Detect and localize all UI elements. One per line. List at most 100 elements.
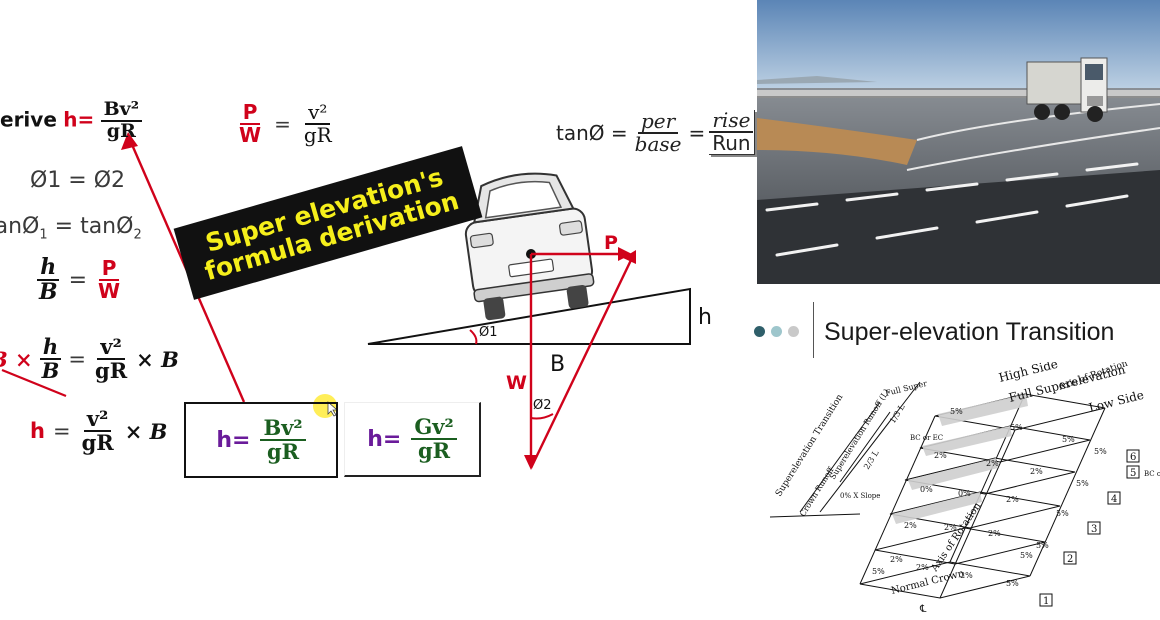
slope-13: 2% — [944, 523, 957, 532]
box1-den: gR — [266, 439, 300, 464]
derive-word: erive — [0, 107, 57, 132]
equation-b-times: B × h B = v² gR × B — [0, 335, 179, 384]
slope-16: 2% — [890, 555, 903, 564]
final-den: gR — [81, 430, 114, 456]
final-num: v² — [83, 407, 112, 433]
top-v2: v² — [305, 102, 331, 125]
equation-phi-equal: Ø1 = Ø2 — [30, 168, 126, 193]
top-gr: gR — [303, 123, 332, 147]
road-photo — [757, 0, 1160, 284]
slope-9: 0% — [958, 489, 971, 498]
station-6: 6 — [1130, 452, 1136, 463]
slope-0: 5% — [950, 407, 963, 416]
dot-1 — [754, 326, 765, 337]
section-divider — [813, 302, 814, 358]
tan-rise: rise — [709, 110, 754, 133]
line5-rden: gR — [95, 358, 128, 384]
slope-7: 5% — [1076, 479, 1089, 488]
hb-num: h — [37, 255, 60, 282]
pw-den: W — [98, 279, 121, 304]
resultant-head — [623, 250, 636, 264]
force-p-head — [618, 247, 632, 261]
hb-eq: = — [68, 267, 88, 293]
arrow-head-top — [121, 132, 138, 150]
final-h: h — [30, 419, 45, 444]
label-full-super: Full Super — [884, 379, 928, 398]
resultant-arrow — [529, 257, 634, 469]
box1-h: h= — [216, 427, 251, 453]
pw-num: P — [98, 258, 120, 282]
box2-num: Gv² — [411, 415, 457, 440]
vehicle-force-diagram — [121, 132, 691, 470]
slope-12: 2% — [904, 521, 917, 530]
cursor-highlight — [313, 394, 337, 418]
tan-eq: = tanØ — [47, 214, 134, 239]
box2-den: gR — [417, 438, 451, 463]
tan-run: Run — [712, 131, 751, 155]
label-cl: ℄ — [919, 604, 927, 615]
car-illustration — [464, 172, 595, 321]
label-p: P — [604, 232, 618, 254]
label-w: W — [506, 372, 527, 394]
dot-3 — [788, 326, 799, 337]
label-normal-crown: Normal Crown — [890, 568, 966, 597]
cancel-strike — [1, 368, 67, 398]
station-2: 2 — [1067, 554, 1073, 565]
slope-5: 2% — [986, 459, 999, 468]
slope-8: 0% — [920, 485, 933, 494]
tan-lhs: tanØ = — [556, 120, 628, 145]
station-5: 5 — [1130, 468, 1136, 479]
tan-base: base — [634, 131, 682, 156]
slope-4: 2% — [934, 451, 947, 460]
derive-h: h= — [63, 107, 95, 132]
label-zero-slope: 0% X Slope — [840, 492, 880, 500]
final-times: × B — [124, 418, 168, 444]
line5-num: h — [39, 335, 62, 361]
slope-20: 2% — [960, 571, 973, 580]
station-4: 4 — [1111, 494, 1117, 505]
slope-14: 2% — [988, 529, 1001, 538]
slope-10: 2% — [1006, 495, 1019, 504]
angle-phi1-arc — [469, 329, 478, 345]
slope-19: 2% — [916, 563, 929, 572]
dot-2 — [771, 326, 782, 337]
slope-11: 5% — [1056, 509, 1069, 518]
truck — [1026, 57, 1108, 122]
slope-18: 5% — [1006, 579, 1019, 588]
incline-triangle — [367, 287, 691, 345]
angle-phi2-arc — [530, 413, 554, 420]
hb-den: B — [39, 279, 58, 306]
label-crown-runoff: Crown Runoff — [798, 465, 836, 518]
equation-h-over-b: h B = P W — [36, 255, 123, 306]
final-eq: = — [52, 419, 71, 444]
line5-rnum: v² — [97, 335, 125, 361]
top-pw-num: P — [239, 102, 261, 125]
label-phi2: Ø2 — [533, 398, 552, 413]
label-superelevation-transition: Superelevation Transition — [774, 393, 845, 499]
label-low-side: Low Side — [1087, 388, 1145, 415]
derive-den: gR — [106, 119, 136, 142]
equation-derive-h: erive h= Bv² gR — [0, 99, 143, 142]
label-one-third: 1/3 L — [888, 402, 907, 425]
section-title: Super-elevation Transition — [824, 318, 1115, 346]
top-pw-den: W — [239, 123, 262, 147]
line5-eq: = — [68, 347, 87, 372]
label-bc-ec-right: BC or EC — [1144, 470, 1160, 478]
box2-h: h= — [367, 426, 402, 452]
label-base-b: B — [550, 352, 566, 377]
tan-eq2: = — [688, 120, 706, 145]
top-pw-eq: = — [274, 112, 291, 136]
slope-2: 5% — [1062, 435, 1075, 444]
station-1: 1 — [1043, 596, 1049, 607]
label-two-third: 2/3 L — [862, 448, 881, 471]
b-times: B × — [0, 346, 33, 372]
equation-p-over-w: P W = v² gR — [236, 102, 335, 146]
label-phi1: Ø1 — [479, 325, 498, 340]
tan-per: per — [637, 110, 679, 134]
slope-21: 5% — [1020, 551, 1033, 560]
label-bc-ec: BC or EC — [910, 434, 943, 442]
line5-den: B — [41, 358, 60, 384]
equation-h-final: h = v² gR × B — [30, 407, 168, 456]
derive-fraction: Bv² gR — [100, 99, 143, 142]
slope-17: 5% — [872, 567, 885, 576]
